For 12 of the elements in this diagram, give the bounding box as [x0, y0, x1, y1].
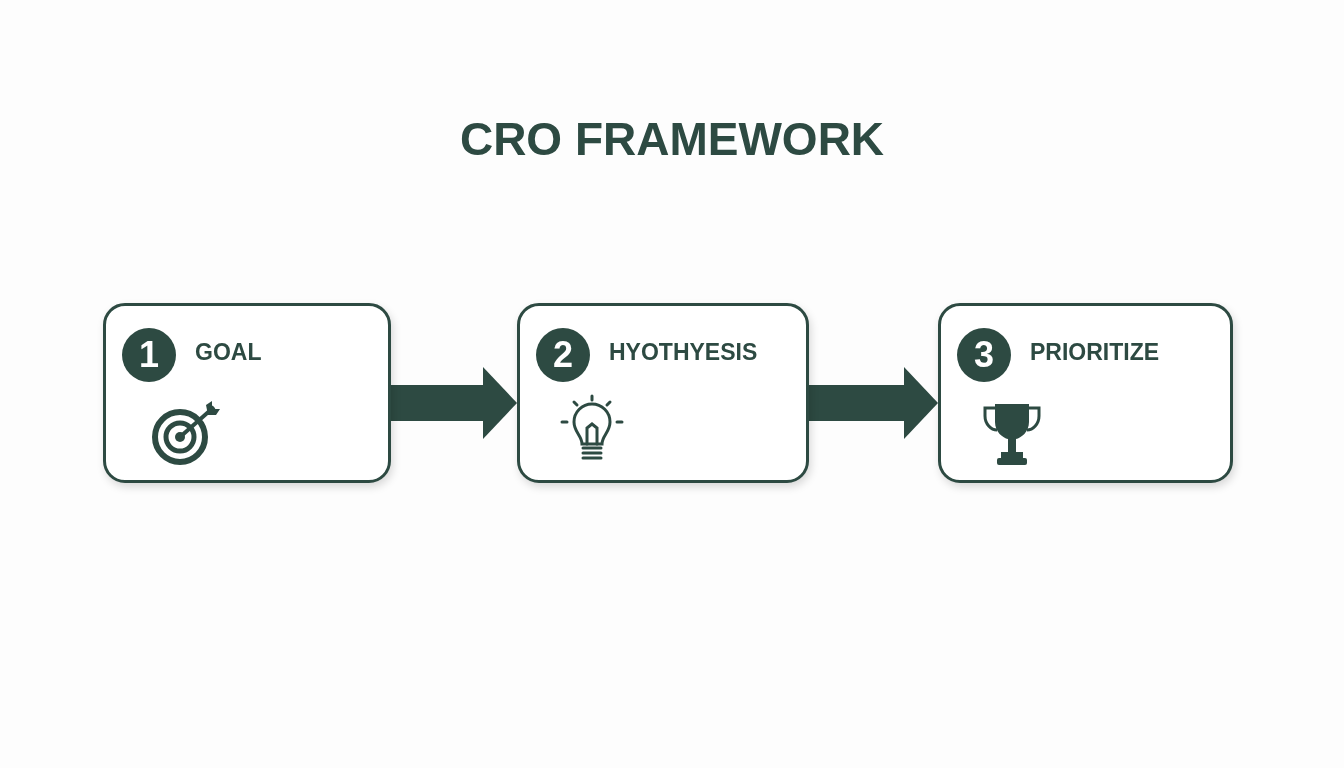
- arrow: [809, 367, 938, 439]
- step-card: [103, 303, 391, 483]
- step-label: GOAL: [195, 339, 262, 366]
- step-label: PRIORITIZE: [1030, 339, 1160, 366]
- title: CRO FRAMEWORK: [459, 112, 885, 166]
- step-number: 3: [957, 328, 1011, 382]
- step-number: 1: [122, 328, 176, 382]
- step-card: [517, 303, 809, 483]
- step-card: [938, 303, 1233, 483]
- step-number: 2: [536, 328, 590, 382]
- step-label: HYOTHYESIS: [609, 339, 758, 366]
- arrow: [391, 367, 517, 439]
